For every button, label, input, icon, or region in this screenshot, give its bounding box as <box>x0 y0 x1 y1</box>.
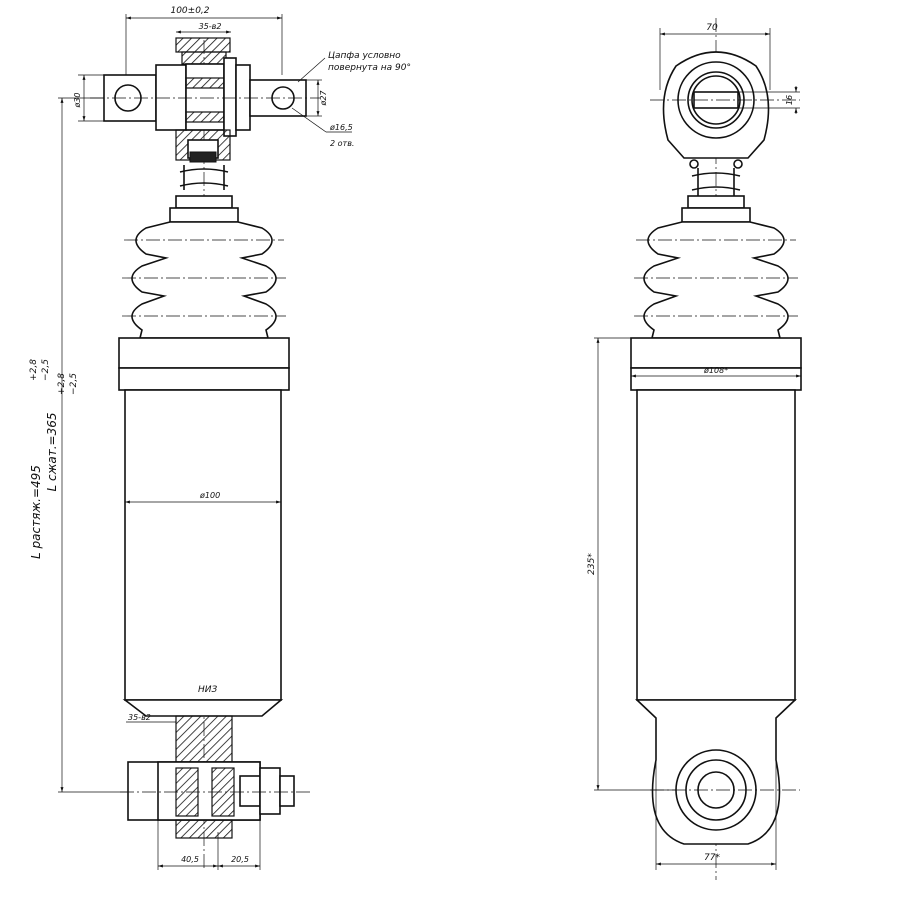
left-view: 100±0,2 35-в2 ø3 <box>29 6 411 870</box>
dim-bottom-right: 20,5 <box>231 855 249 864</box>
dim-pin-right: ø27 <box>319 90 328 107</box>
right-view: 70 16 ø108* <box>587 18 802 880</box>
left-collar <box>118 337 290 369</box>
dim-bottom-sleeve: 35-в2 <box>128 713 151 722</box>
right-rod <box>697 168 735 196</box>
dim-hole-count: 2 отв. <box>330 139 354 148</box>
dim-hole: ø16,5 <box>329 123 353 132</box>
dim-slot: 16 <box>785 95 794 105</box>
length-extended: L растяж.=495 <box>29 465 43 559</box>
dim-height: 235* <box>587 553 597 575</box>
top-total-dimension: 100±0,2 35-в2 <box>125 6 283 75</box>
dim-pin-left: ø30 <box>73 92 82 108</box>
note-line-1: Цапфа условно <box>328 51 401 61</box>
dim-collar: ø108* <box>703 366 728 375</box>
left-body <box>124 389 282 701</box>
right-collar <box>630 337 802 369</box>
dim-bottom-width: 77* <box>704 853 720 863</box>
dim-top-sleeve: 35-в2 <box>199 22 222 31</box>
right-bellows <box>643 221 789 339</box>
length-extended-tol-lower: −2,5 <box>41 359 51 381</box>
left-body-bottom <box>122 699 284 717</box>
note-line-2: повернута на 90° <box>328 63 411 73</box>
length-dimensions: L растяж.=495 +2,8 −2,5 L сжат.=365 +2,8… <box>29 97 128 793</box>
length-compressed: L сжат.=365 <box>45 412 59 491</box>
top-eye: 16 <box>650 51 800 169</box>
left-bellows <box>131 221 277 339</box>
dim-top-total: 100±0,2 <box>170 6 209 16</box>
bottom-mount: 35-в2 40,5 20,5 <box>120 713 310 870</box>
rod-and-cap <box>169 165 239 223</box>
eye-width-dimension: 70 <box>659 23 771 90</box>
top-small-dimensions: ø30 ø27 Цапфа условно повернута на 90° ø… <box>73 51 411 148</box>
length-compressed-tol-lower: −2,5 <box>69 373 79 395</box>
length-extended-tol-upper: +2,8 <box>29 359 39 381</box>
bottom-width-dimension: 77* <box>655 760 777 870</box>
dim-bottom-left: 40,5 <box>181 855 199 864</box>
length-compressed-tol-upper: +2,8 <box>57 373 67 395</box>
right-body <box>636 389 796 701</box>
marking-niz: НИЗ <box>198 685 218 695</box>
left-collar-ring <box>118 367 290 391</box>
height-dimension: 235* <box>587 337 676 791</box>
dim-body: ø100 <box>199 491 220 500</box>
top-trunnion <box>90 37 320 163</box>
dim-eye-width: 70 <box>706 23 718 33</box>
